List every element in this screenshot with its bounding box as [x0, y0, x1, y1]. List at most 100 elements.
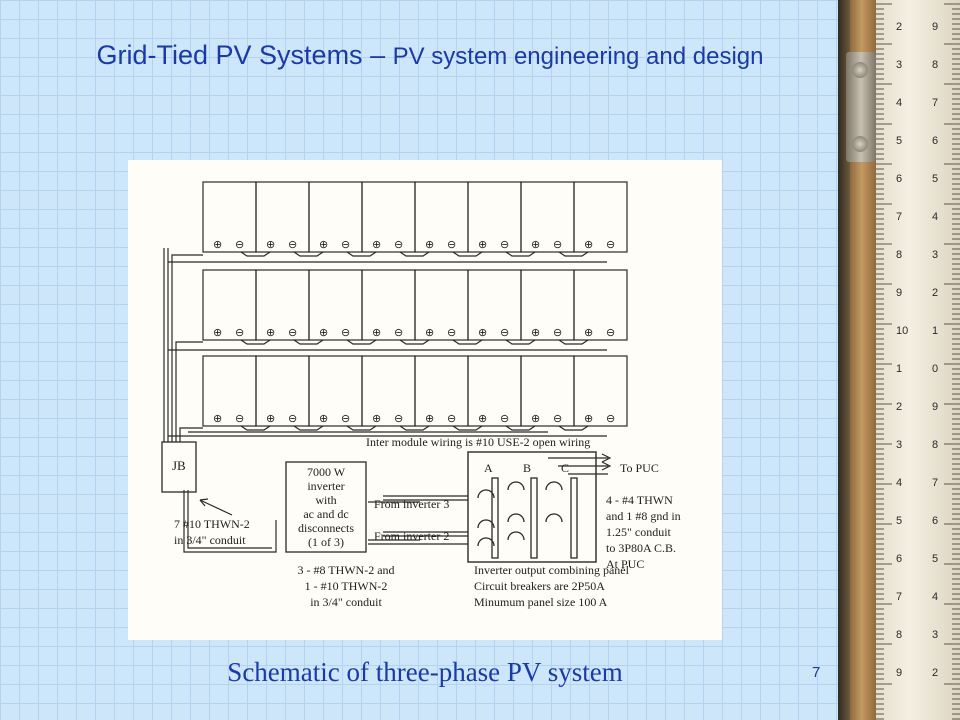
terminal-plus-icon: ⊕	[584, 239, 593, 251]
slide-title: Grid-Tied PV Systems – PV system enginee…	[30, 38, 830, 74]
ruler-marking: 2	[932, 667, 938, 679]
screw-icon	[852, 136, 868, 152]
terminal-plus-icon: ⊕	[266, 239, 275, 251]
terminal-minus-icon: ⊖	[288, 239, 297, 251]
terminal-plus-icon: ⊕	[319, 327, 328, 339]
panel-note-3: Minumum panel size 100 A	[474, 595, 608, 609]
module-interconnect-wire	[558, 425, 589, 431]
inverter-line-5: disconnects	[298, 521, 354, 535]
pv-schematic-diagram: ⊕⊖⊕⊖⊕⊖⊕⊖⊕⊖⊕⊖⊕⊖⊕⊖⊕⊖⊕⊖⊕⊖⊕⊖⊕⊖⊕⊖⊕⊖⊕⊖⊕⊖⊕⊖⊕⊖⊕⊖…	[128, 160, 722, 640]
pv-module	[414, 269, 469, 341]
terminal-plus-icon: ⊕	[213, 413, 222, 425]
ruler-marking: 4	[896, 97, 902, 109]
terminal-plus-icon: ⊕	[372, 239, 381, 251]
pv-module	[573, 269, 628, 341]
ruler-marking: 6	[932, 515, 938, 527]
page-number: 7	[812, 664, 821, 681]
terminal-plus-icon: ⊕	[478, 413, 487, 425]
terminal-minus-icon: ⊖	[553, 239, 562, 251]
terminal-plus-icon: ⊕	[531, 239, 540, 251]
pv-module	[520, 181, 575, 253]
pv-module	[202, 181, 257, 253]
ruler-marking: 2	[896, 401, 902, 413]
inter-module-note: Inter module wiring is #10 USE-2 open wi…	[366, 435, 590, 449]
puc-conduit-line-1: 4 - #4 THWN	[606, 493, 673, 507]
terminal-plus-icon: ⊕	[213, 239, 222, 251]
pv-module	[467, 355, 522, 427]
terminal-minus-icon: ⊖	[341, 327, 350, 339]
ruler-marking: 3	[932, 629, 938, 641]
pv-module	[573, 355, 628, 427]
slide-caption: Schematic of three-phase PV system	[227, 657, 623, 687]
terminal-minus-icon: ⊖	[235, 413, 244, 425]
module-interconnect-wire	[346, 425, 377, 431]
terminal-plus-icon: ⊕	[213, 327, 222, 339]
pv-module	[255, 355, 310, 427]
terminal-minus-icon: ⊖	[288, 327, 297, 339]
inverter-line-2: inverter	[307, 479, 344, 493]
terminal-minus-icon: ⊖	[288, 413, 297, 425]
module-interconnect-wire	[505, 251, 536, 257]
pv-module	[308, 181, 363, 253]
terminal-minus-icon: ⊖	[341, 239, 350, 251]
terminal-plus-icon: ⊕	[266, 413, 275, 425]
module-interconnect-wire	[240, 339, 271, 345]
left-feeder-wires	[171, 254, 203, 442]
ruler-marking: 3	[932, 249, 938, 261]
inverter-conduit-line-1: 3 - #8 THWN-2 and	[297, 563, 394, 577]
ruler-marking: 8	[932, 59, 938, 71]
terminal-minus-icon: ⊖	[500, 239, 509, 251]
ruler-marking: 9	[896, 667, 902, 679]
bus-label-b: B	[523, 461, 531, 475]
ruler-marking: 7	[932, 97, 938, 109]
terminal-plus-icon: ⊕	[319, 239, 328, 251]
terminal-minus-icon: ⊖	[500, 413, 509, 425]
ruler-marking: 7	[896, 211, 902, 223]
title-dash: –	[362, 40, 393, 70]
ruler-marking: 4	[896, 477, 902, 489]
pv-module	[308, 269, 363, 341]
terminal-minus-icon: ⊖	[606, 327, 615, 339]
pv-module	[467, 181, 522, 253]
terminal-minus-icon: ⊖	[394, 327, 403, 339]
ruler-marking: 7	[932, 477, 938, 489]
pv-module	[361, 269, 416, 341]
pv-module	[255, 269, 310, 341]
ruler-marking: 8	[896, 249, 902, 261]
pv-module	[520, 269, 575, 341]
puc-conduit-line-5: At PUC	[606, 557, 644, 571]
panel-note-2: Circuit breakers are 2P50A	[474, 579, 605, 593]
module-interconnect-wire	[399, 425, 430, 431]
pv-module	[308, 355, 363, 427]
ruler-marking: 2	[896, 21, 902, 33]
terminal-plus-icon: ⊕	[372, 327, 381, 339]
terminal-minus-icon: ⊖	[447, 327, 456, 339]
module-interconnect-wire	[452, 425, 483, 431]
module-interconnect-wire	[293, 425, 324, 431]
jb-conduit-line-1: 7 #10 THWN-2	[174, 517, 250, 531]
panel-note-1: Inverter output combining panel	[474, 563, 630, 577]
puc-conduit-line-2: and 1 #8 gnd in	[606, 509, 681, 523]
inverter-line-4: ac and dc	[303, 507, 348, 521]
ruler-marking: 8	[932, 439, 938, 451]
terminal-minus-icon: ⊖	[394, 413, 403, 425]
ruler-marking: 7	[896, 591, 902, 603]
ruler-marking: 2	[932, 287, 938, 299]
pv-module	[467, 269, 522, 341]
terminal-plus-icon: ⊕	[425, 327, 434, 339]
module-interconnect-wire	[399, 339, 430, 345]
bus-bar-c	[570, 477, 578, 559]
terminal-minus-icon: ⊖	[235, 327, 244, 339]
terminal-plus-icon: ⊕	[478, 239, 487, 251]
terminal-plus-icon: ⊕	[425, 239, 434, 251]
ruler-edge	[838, 0, 850, 720]
terminal-minus-icon: ⊖	[500, 327, 509, 339]
inverter-conduit-line-3: in 3/4" conduit	[310, 595, 382, 609]
ruler-marking: 1	[896, 363, 902, 375]
bus-bar-b	[530, 477, 538, 559]
pv-module	[361, 181, 416, 253]
terminal-minus-icon: ⊖	[394, 239, 403, 251]
ruler-marking: 5	[896, 515, 902, 527]
module-interconnect-wire	[346, 251, 377, 257]
